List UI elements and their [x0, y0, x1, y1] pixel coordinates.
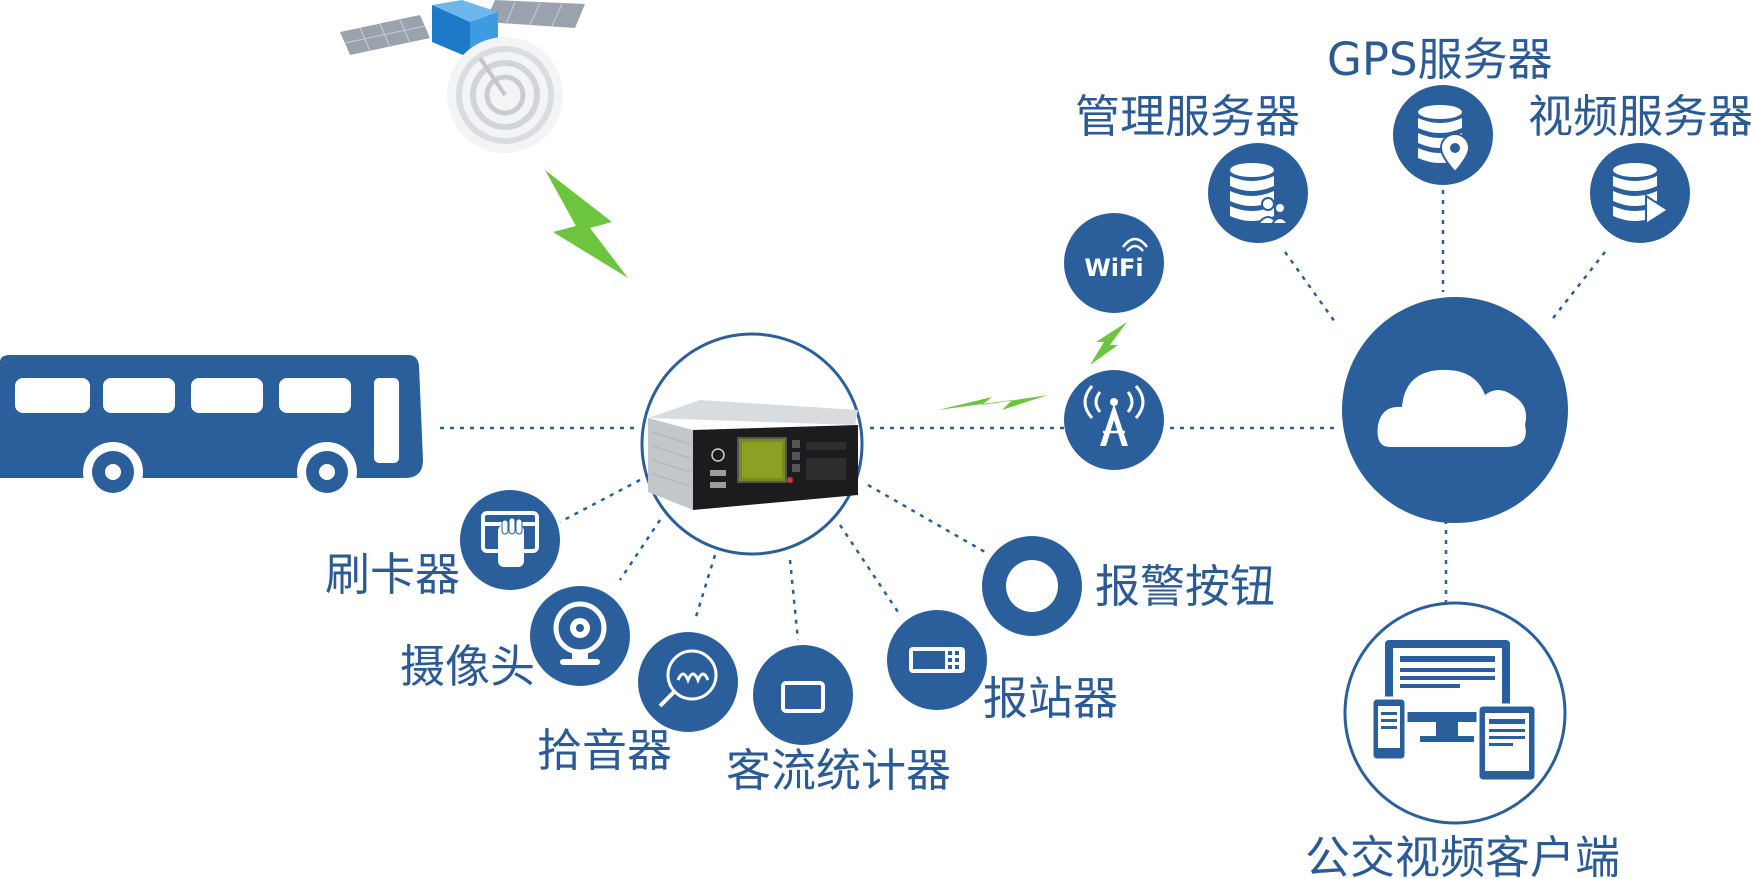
lightning-bolt-wifi	[1090, 322, 1127, 365]
line-dvr-announcer	[838, 524, 902, 616]
line-cloud-video	[1549, 251, 1606, 323]
label-alarm-button: 报警按钮	[1095, 560, 1275, 613]
label-passenger-counter: 客流统计器	[726, 744, 951, 797]
passenger-counter-icon	[753, 645, 853, 745]
video-server-icon	[1590, 143, 1690, 243]
label-microphone: 拾音器	[537, 724, 672, 777]
stop-announcer-icon	[887, 610, 987, 710]
lightning-bolt-satellite	[545, 170, 628, 278]
wifi-icon: WiFi	[1064, 213, 1164, 313]
lightning-bolt-tower	[938, 395, 1048, 410]
line-dvr-card-reader	[559, 478, 641, 524]
mobile-dvr-device	[640, 332, 864, 556]
signal-tower-icon	[1064, 370, 1164, 470]
microphone-icon	[638, 632, 738, 732]
bus-icon	[0, 355, 423, 502]
line-dvr-microphone	[693, 554, 717, 621]
camera-icon	[530, 586, 630, 686]
line-cloud-mgmt	[1283, 251, 1337, 323]
label-card-reader: 刷卡器	[325, 548, 460, 601]
card-reader-icon	[460, 490, 560, 590]
satellite-icon	[340, 0, 585, 153]
label-stop-announcer: 报站器	[983, 672, 1118, 725]
label-camera: 摄像头	[400, 640, 535, 693]
line-dvr-counter	[788, 559, 800, 641]
label-gps-server: GPS服务器	[1327, 33, 1553, 86]
label-bus-video-client: 公交视频客户端	[1305, 831, 1620, 879]
wifi-badge-text: WiFi	[1084, 254, 1143, 282]
label-video-server: 视频服务器	[1528, 90, 1751, 143]
connection-lines	[440, 190, 1606, 641]
management-server-icon	[1208, 143, 1308, 243]
label-management-server: 管理服务器	[1075, 90, 1300, 143]
line-dvr-alarm	[867, 483, 986, 554]
line-dvr-camera	[618, 519, 662, 581]
multi-device-icon	[1343, 601, 1567, 825]
alarm-button-icon	[982, 536, 1082, 636]
cloud-icon	[1342, 297, 1568, 523]
gps-server-icon	[1393, 85, 1493, 185]
